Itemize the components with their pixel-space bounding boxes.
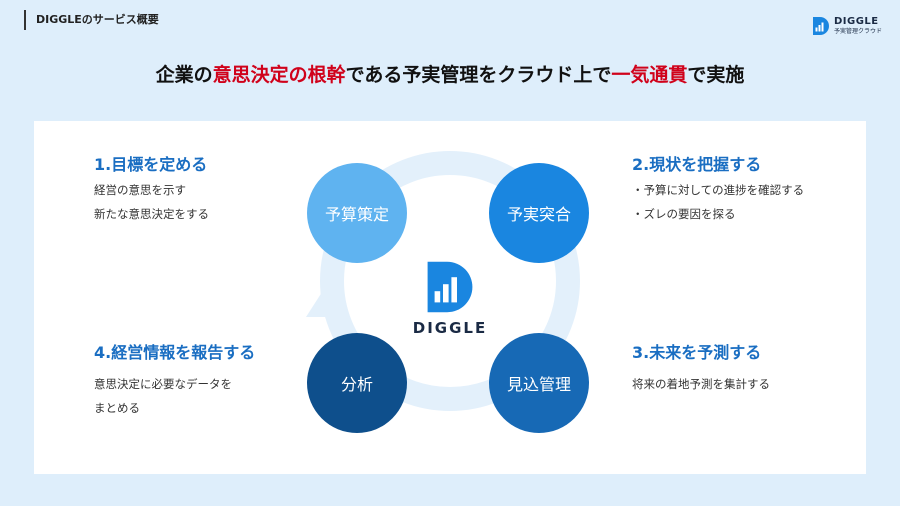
- diggle-logo-icon: [427, 261, 473, 313]
- diggle-logo-icon: [812, 17, 829, 35]
- step-1-text: 経営の意思を示す 新たな意思決定をする: [94, 178, 209, 226]
- cycle-node-actual: 予実突合: [489, 163, 589, 263]
- brand-logo: DIGGLE 予実管理クラウド: [812, 16, 882, 36]
- step-2-line-1: ・予算に対しての進捗を確認する: [632, 183, 805, 197]
- step-3-text: 将来の着地予測を集計する: [632, 372, 770, 396]
- step-4-line-1: 意思決定に必要なデータを: [94, 377, 232, 391]
- center-brand: DIGGLE: [412, 319, 488, 337]
- step-4-line-2: まとめる: [94, 401, 140, 415]
- step-1-line-2: 新たな意思決定をする: [94, 207, 209, 221]
- headline-part-2: である予実管理をクラウド上で: [345, 64, 612, 86]
- headline-emphasis-1: 意思決定の根幹: [212, 64, 346, 86]
- cycle-node-analysis: 分析: [307, 333, 407, 433]
- cycle-ring: [306, 151, 580, 411]
- cycle-arrow-icon: [306, 289, 342, 317]
- logo-brand: DIGGLE: [833, 16, 879, 27]
- headline-part-1: 企業の: [155, 64, 213, 86]
- step-3-title: 3.未来を予測する: [632, 343, 762, 362]
- step-2-title: 2.現状を把握する: [632, 155, 762, 174]
- step-4-text: 意思決定に必要なデータを まとめる: [94, 372, 232, 420]
- step-1-title: 1.目標を定める: [94, 155, 208, 174]
- cycle-node-budget: 予算策定: [307, 163, 407, 263]
- headline: 企業の意思決定の根幹である予実管理をクラウド上で一気通貫で実施: [0, 60, 900, 87]
- header-title: DIGGLEのサービス概要: [24, 10, 159, 30]
- headline-emphasis-2: 一気通貫: [611, 64, 688, 86]
- step-2-line-2: ・ズレの要因を探る: [632, 207, 736, 221]
- headline-part-3: で実施: [687, 64, 745, 86]
- step-2-text: ・予算に対しての進捗を確認する ・ズレの要因を探る: [632, 178, 804, 226]
- step-3-line-1: 将来の着地予測を集計する: [632, 377, 770, 391]
- center-logo: DIGGLE: [378, 259, 522, 337]
- cycle-node-forecast: 見込管理: [489, 333, 589, 433]
- logo-subtitle: 予実管理クラウド: [833, 28, 882, 35]
- step-1-line-1: 経営の意思を示す: [94, 183, 186, 197]
- step-4-title: 4.経営情報を報告する: [94, 343, 256, 362]
- content-card: 1.目標を定める 経営の意思を示す 新たな意思決定をする 2.現状を把握する ・…: [34, 121, 866, 474]
